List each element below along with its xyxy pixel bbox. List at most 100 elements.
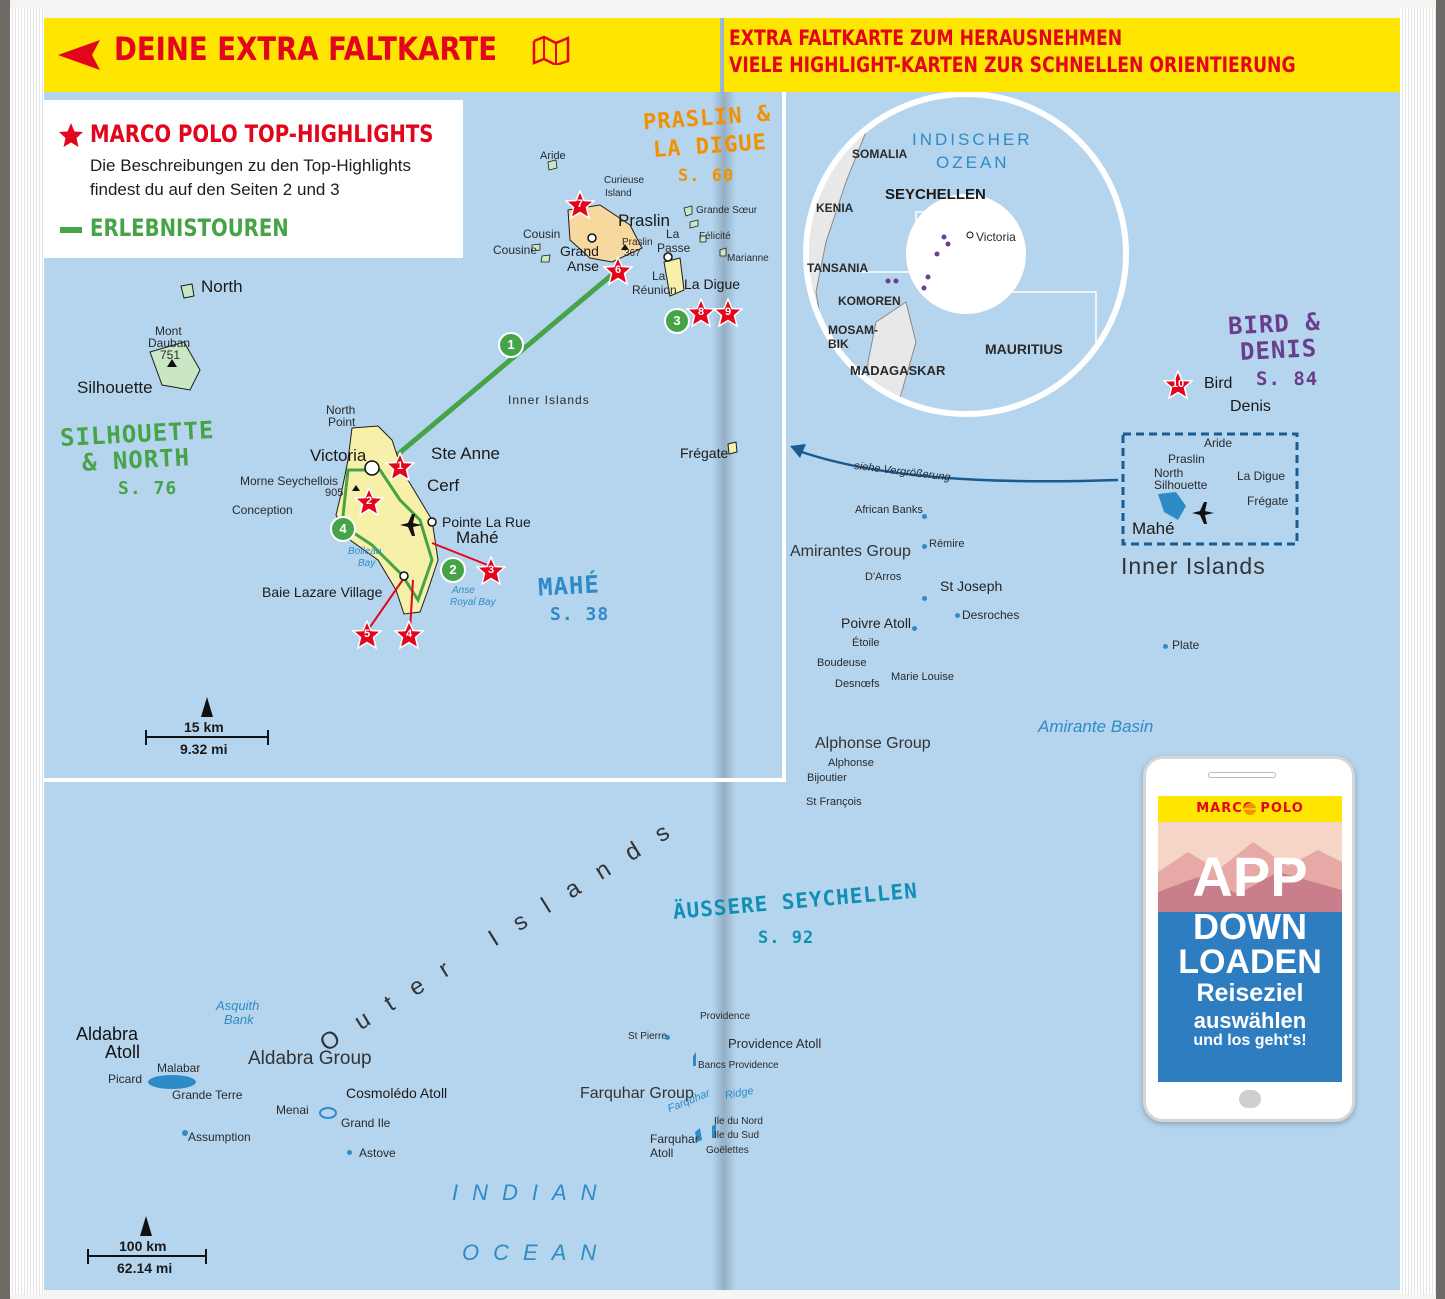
inset-seychellen: SEYCHELLEN — [885, 186, 986, 203]
place-cerf: Cerf — [427, 476, 460, 495]
highlight-star-2[interactable]: 2 — [354, 487, 384, 517]
book-cover-left — [0, 0, 10, 1299]
place-plate: Plate — [1172, 638, 1200, 652]
highlight-star-3[interactable]: 3 — [476, 556, 506, 586]
place-st-pierre: St Pierre — [628, 1031, 667, 1042]
highlight-star-icon — [59, 123, 83, 147]
place-silhouette: Silhouette — [77, 378, 153, 397]
place-pointe-la-rue: Pointe La Rue — [442, 514, 531, 530]
aldabra-atoll-shape — [148, 1075, 196, 1089]
place-asquith-1: Asquith — [216, 998, 260, 1013]
highlight-star-1[interactable]: 1 — [385, 452, 415, 482]
place-boudeuse: Boudeuse — [817, 657, 867, 669]
highlight-star-9[interactable]: 9 — [713, 298, 743, 328]
highlight-star-8[interactable]: 8 — [686, 298, 716, 328]
legend-highlights-line2: findest du auf den Seiten 2 und 3 — [90, 180, 340, 199]
place-bancs-providence: Bancs Providence — [698, 1060, 779, 1071]
tour-line-icon — [60, 227, 82, 233]
place-amirante-basin: Amirante Basin — [1038, 717, 1154, 736]
tour-marker-4[interactable]: 4 — [330, 516, 356, 542]
region-bird-page: S. 84 — [1256, 368, 1319, 390]
place-st-francois: St François — [806, 796, 862, 808]
app-reiseziel: Reiseziel — [1196, 979, 1304, 1007]
locator-mahe: Mahé — [1132, 519, 1175, 538]
place-ile-du-nord: Ile du Nord — [714, 1116, 763, 1127]
highlight-star-10[interactable]: 10 — [1163, 370, 1193, 400]
phone-home-button[interactable] — [1239, 1090, 1261, 1108]
place-african-banks: African Banks — [855, 504, 923, 516]
place-ste-anne: Ste Anne — [431, 444, 501, 463]
tour-route-line — [395, 266, 622, 457]
place-curieuse-1: Curieuse — [604, 175, 645, 186]
tour-marker-2[interactable]: 2 — [440, 557, 466, 583]
place-la-reunion-1: La — [652, 269, 666, 283]
tour-marker-3[interactable]: 3 — [664, 308, 690, 334]
place-st-joseph: St Joseph — [940, 578, 1003, 594]
north-arrow-icon — [201, 697, 213, 717]
inset-ozean: OZEAN — [936, 153, 1010, 172]
place-menai: Menai — [276, 1103, 309, 1117]
place-desnoefs: Desnœfs — [835, 678, 880, 690]
place-asquith-2: Bank — [224, 1012, 254, 1027]
place-picard: Picard — [108, 1072, 143, 1086]
place-inner-islands: Inner Islands — [508, 393, 590, 407]
place-assumption: Assumption — [188, 1130, 251, 1144]
place-victoria: Victoria — [310, 446, 367, 465]
scale-outer-km: 100 km — [119, 1238, 167, 1254]
scale-outer-mi: 62.14 mi — [117, 1260, 173, 1276]
place-aldabra-atoll-2: Atoll — [105, 1042, 141, 1062]
inset-kenia: KENIA — [816, 201, 854, 215]
dot-st-joseph — [922, 596, 927, 601]
inner-map-frame-right — [782, 92, 786, 782]
locator-north: North — [1154, 466, 1184, 480]
place-mont-dauban-3: 751 — [160, 348, 181, 362]
inset-mosambik-1: MOSAM- — [828, 323, 878, 337]
place-grande-terre: Grande Terre — [172, 1088, 243, 1102]
place-north-point-2: Point — [328, 415, 356, 429]
banner-right — [724, 18, 1400, 92]
place-goelettes: Goëlettes — [706, 1145, 749, 1156]
place-providence-atoll: Providence Atoll — [728, 1036, 822, 1051]
dot-remire — [922, 544, 927, 549]
highlight-star-6[interactable]: 6 — [603, 256, 633, 286]
place-mahe: Mahé — [456, 528, 499, 547]
place-farquhar-atoll-1: Farquhar — [650, 1132, 699, 1146]
place-cosmoledo: Cosmolédo Atoll — [346, 1085, 448, 1101]
north-island — [180, 283, 195, 299]
scale-inner-mi: 9.32 mi — [180, 741, 228, 757]
banner-right-line2: VIELE HIGHLIGHT-KARTEN ZUR SCHNELLEN ORI… — [729, 53, 1296, 77]
place-darros: D'Arros — [865, 571, 902, 583]
legend-highlights-title: MARCO POLO TOP-HIGHLIGHTS — [90, 120, 434, 148]
banner-left — [44, 18, 720, 92]
morne-peak-icon — [352, 485, 360, 491]
region-mahe-page: S. 38 — [550, 604, 610, 625]
place-cousin: Cousin — [523, 227, 561, 241]
page-stack-left — [10, 8, 44, 1294]
highlight-star-5[interactable]: 5 — [352, 620, 382, 650]
page-stack-right — [1400, 8, 1436, 1294]
praslin-peak-icon — [621, 244, 629, 250]
victoria-marker — [364, 460, 380, 476]
place-remire: Rémire — [929, 538, 965, 550]
mont-dauban-peak-icon — [167, 359, 177, 367]
place-astove: Astove — [359, 1146, 396, 1160]
place-poivre-atoll: Poivre Atoll — [841, 615, 912, 631]
region-aussere-page: S. 92 — [758, 928, 815, 948]
highlight-star-7[interactable]: 7 — [565, 190, 595, 220]
place-north: North — [201, 277, 243, 296]
place-malabar: Malabar — [157, 1061, 201, 1075]
dot-plate — [1163, 644, 1168, 649]
book-spine-shadow — [712, 18, 736, 1290]
tour-marker-1[interactable]: 1 — [498, 332, 524, 358]
place-fregate: Frégate — [680, 445, 729, 461]
region-bird-line2: DENIS — [1239, 333, 1318, 367]
place-marianne: Marianne — [727, 253, 769, 264]
inset-locator-map — [803, 92, 1129, 417]
place-la-digue: La Digue — [684, 276, 741, 292]
app-loaden: LOADEN — [1178, 943, 1322, 981]
inset-victoria: Victoria — [976, 230, 1016, 244]
highlight-star-4[interactable]: 4 — [394, 620, 424, 650]
place-praslin-peak-1: Praslin — [622, 237, 653, 248]
region-praslin-page: S. 60 — [678, 166, 735, 186]
